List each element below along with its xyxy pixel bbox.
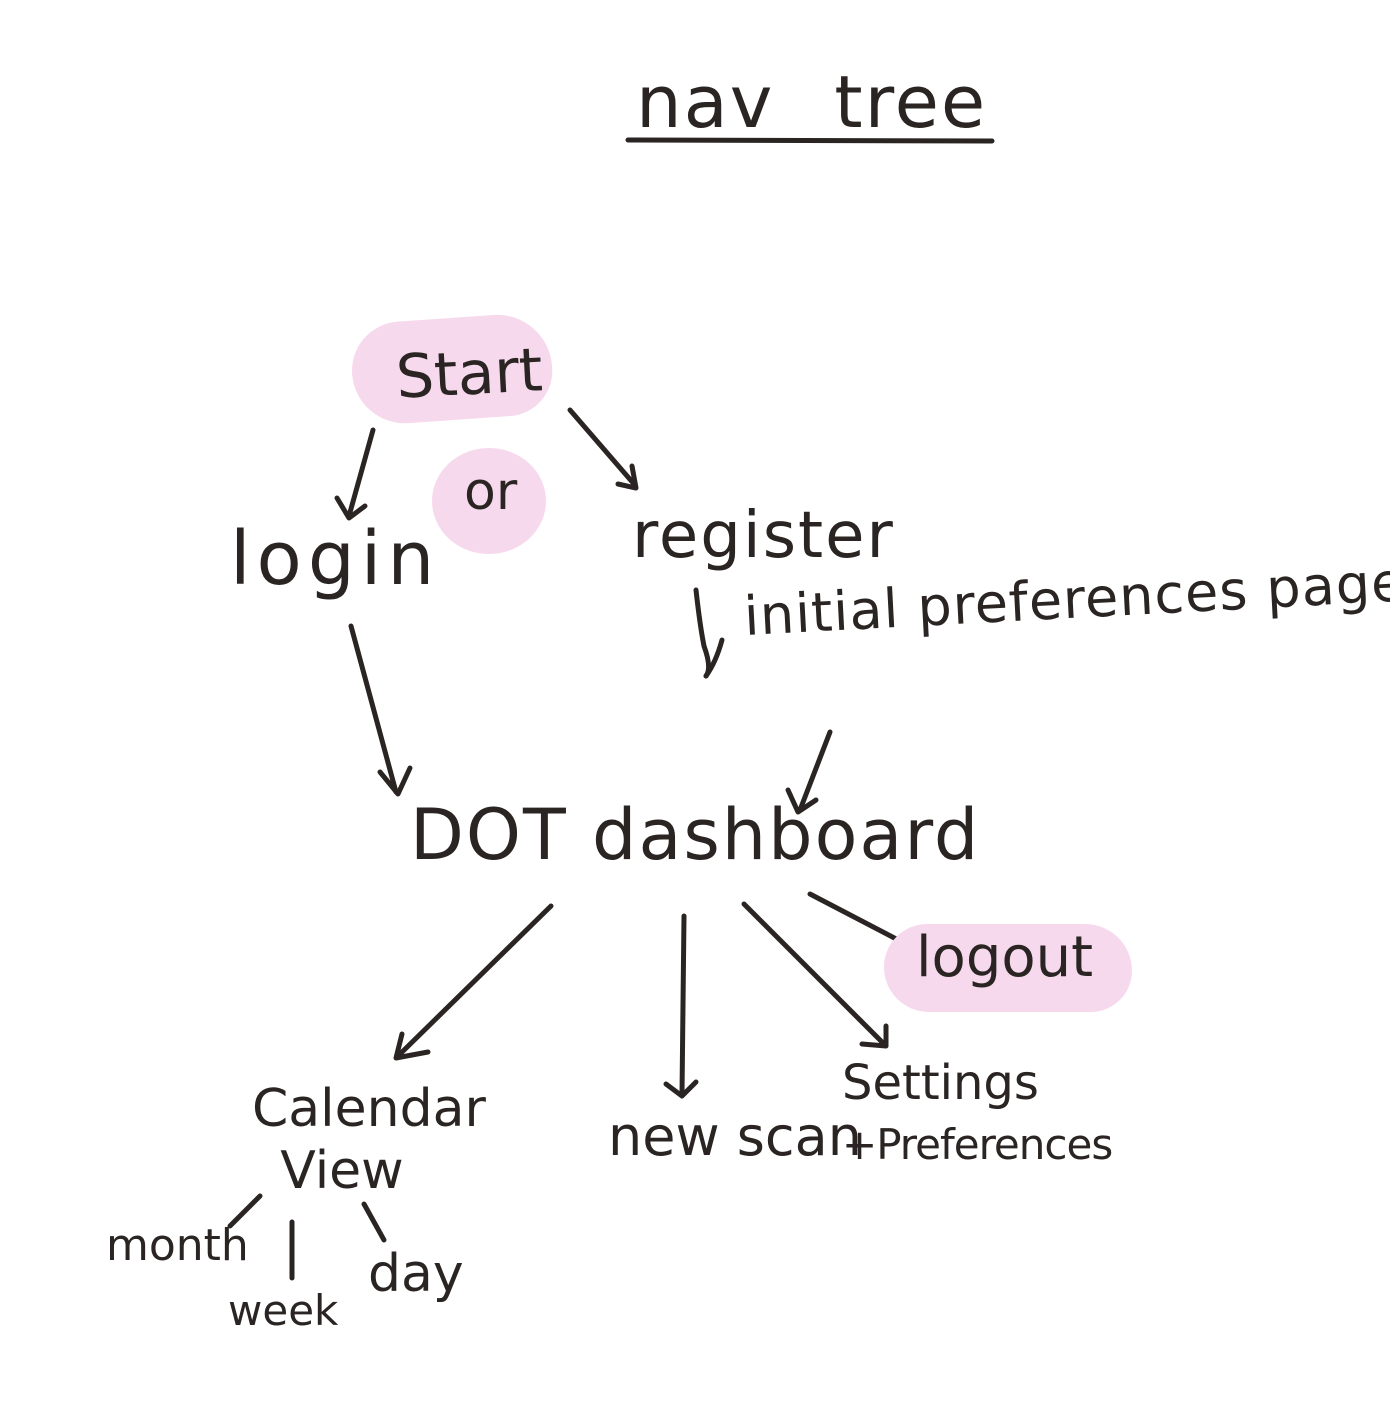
edge-start-register [567,407,637,487]
node-month: month [106,1220,249,1271]
title-word-tree: tree [834,60,988,144]
title-underline [625,137,995,144]
edge-dashboard-settings [741,901,887,1047]
arrowhead-settings [859,1023,889,1049]
edge-dashboard-calendar [395,903,554,1059]
arrowhead-dashboard-right [785,787,819,815]
node-start: Start [394,335,545,413]
edge-register-prefs-hook [703,637,725,679]
node-new-scan: new scan [608,1105,862,1168]
node-login: login [230,516,441,602]
edge-calendar-day [361,1201,387,1243]
edge-login-dashboard [348,623,399,795]
arrowhead-newscan [663,1079,699,1099]
node-week: week [228,1286,339,1335]
arrowhead-register [615,463,639,491]
node-logout: logout [916,925,1094,990]
node-register: register [632,499,895,573]
edge-prefs-dashboard [797,729,833,813]
node-or: or [464,462,518,522]
edge-register-prefs [693,587,712,679]
arrowhead-dashboard-left [377,765,413,797]
title-word-nav: nav [636,60,775,144]
arrowhead-calendar [393,1031,431,1061]
node-settings: Settings +Preferences [842,1052,1113,1176]
edge-dashboard-logout [807,891,905,945]
node-calendar-view: Calendar View [252,1078,486,1202]
edge-calendar-month [227,1193,263,1229]
or-highlight [432,448,546,554]
calendar-line-2: View [280,1141,404,1201]
arrowhead-login [334,495,368,521]
logout-highlight [884,924,1132,1012]
edge-dashboard-newscan [679,913,687,1097]
settings-line-2: +Preferences [842,1120,1113,1169]
calendar-line-1: Calendar [252,1079,486,1139]
node-dashboard: DOT dashboard [410,794,981,876]
edge-start-login [346,427,376,519]
settings-line-1: Settings [842,1055,1039,1111]
node-day: day [368,1244,464,1304]
